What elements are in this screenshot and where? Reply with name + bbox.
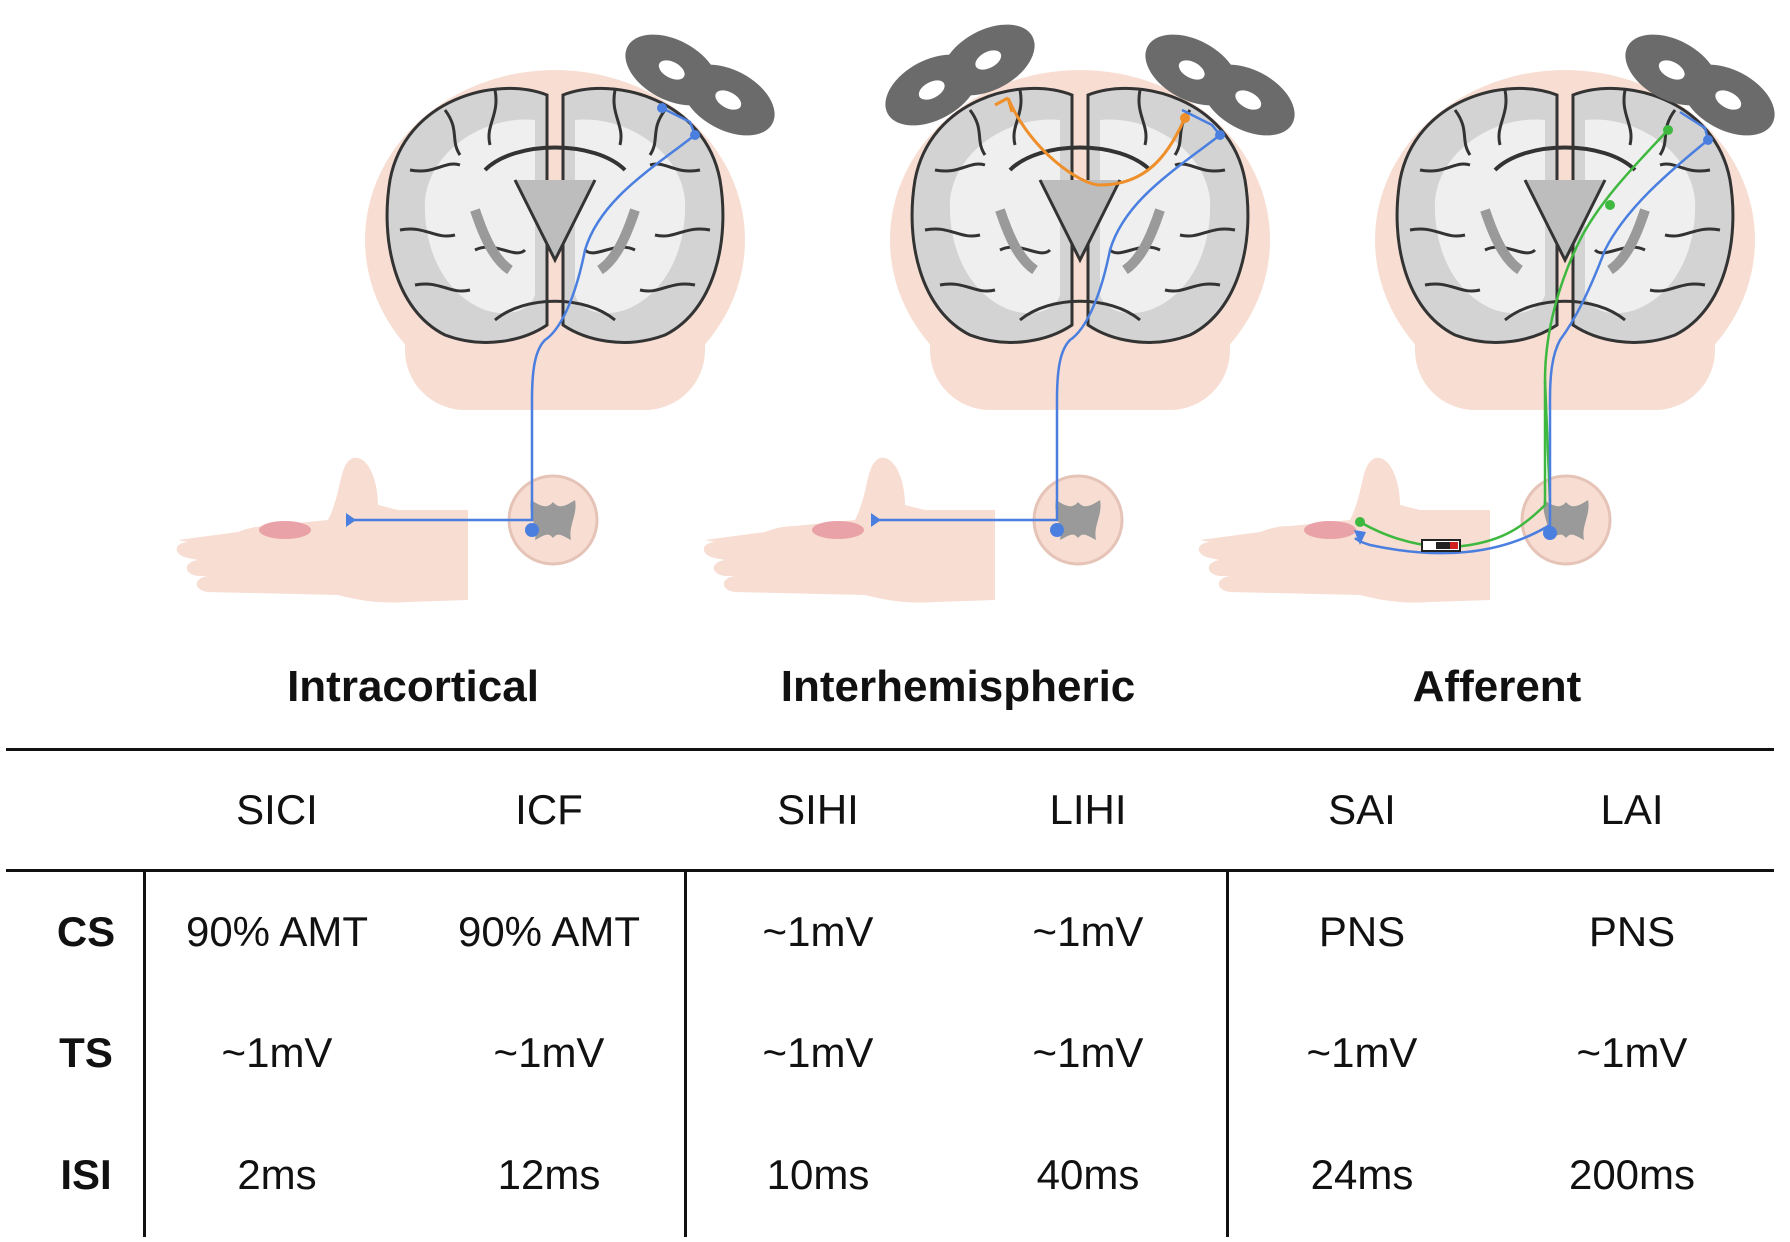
table-row-label-divider bbox=[143, 872, 146, 1237]
afferent-panel bbox=[1198, 20, 1787, 603]
interhemispheric-path bbox=[1006, 97, 1187, 187]
stimulator-electrode-icon bbox=[1421, 539, 1461, 552]
table-cell: 10ms bbox=[766, 1151, 870, 1198]
column-header-sici: SICI bbox=[236, 786, 318, 833]
column-header-sihi: SIHI bbox=[777, 786, 859, 833]
table-top-rule bbox=[6, 748, 1774, 751]
paired-pulse-diagram bbox=[176, 10, 1787, 603]
table-cell: ~1mV bbox=[1576, 1029, 1688, 1076]
column-header-lihi: LIHI bbox=[1049, 786, 1127, 833]
table-group-divider bbox=[684, 872, 687, 1237]
table-cell: 2ms bbox=[237, 1151, 317, 1198]
muscle-target bbox=[812, 521, 864, 539]
group-title-afferent: Afferent bbox=[1412, 662, 1582, 711]
table-cell: PNS bbox=[1588, 908, 1676, 955]
table-cell: PNS bbox=[1318, 908, 1406, 955]
table-cell: ~1mV bbox=[1032, 1029, 1144, 1076]
table-group-divider bbox=[1226, 872, 1229, 1237]
table-header-rule bbox=[6, 869, 1774, 872]
brain-section-icon bbox=[1375, 70, 1755, 410]
muscle-target bbox=[1304, 521, 1356, 539]
table-cell: 90% AMT bbox=[457, 908, 641, 955]
table-cell: 200ms bbox=[1568, 1151, 1696, 1198]
corticospinal-path bbox=[1354, 110, 1710, 555]
group-title-interhemispheric: Interhemispheric bbox=[780, 662, 1136, 711]
group-title-intracortical: Intracortical bbox=[287, 662, 539, 711]
interhemispheric-panel bbox=[703, 10, 1307, 603]
table-cell: ~1mV bbox=[762, 908, 874, 955]
table-cell: ~1mV bbox=[1032, 908, 1144, 955]
hand-icon bbox=[176, 457, 468, 603]
brain-section-icon bbox=[890, 70, 1270, 410]
row-label-ts: TS bbox=[59, 1029, 113, 1076]
table-cell: ~1mV bbox=[221, 1029, 333, 1076]
corticospinal-path bbox=[348, 106, 697, 522]
table-cell: 40ms bbox=[1036, 1151, 1140, 1198]
row-label-cs: CS bbox=[56, 908, 116, 955]
column-header-lai: LAI bbox=[1600, 786, 1664, 833]
table-cell: 24ms bbox=[1310, 1151, 1414, 1198]
table-cell: 90% AMT bbox=[185, 908, 369, 955]
intracortical-panel bbox=[176, 20, 787, 603]
column-header-icf: ICF bbox=[515, 786, 583, 833]
table-cell: ~1mV bbox=[493, 1029, 605, 1076]
table-cell: ~1mV bbox=[762, 1029, 874, 1076]
muscle-target bbox=[259, 521, 311, 539]
column-header-sai: SAI bbox=[1328, 786, 1396, 833]
table-cell: ~1mV bbox=[1306, 1029, 1418, 1076]
row-label-isi: ISI bbox=[60, 1151, 112, 1198]
table-cell: 12ms bbox=[497, 1151, 601, 1198]
corticospinal-path bbox=[873, 108, 1222, 522]
